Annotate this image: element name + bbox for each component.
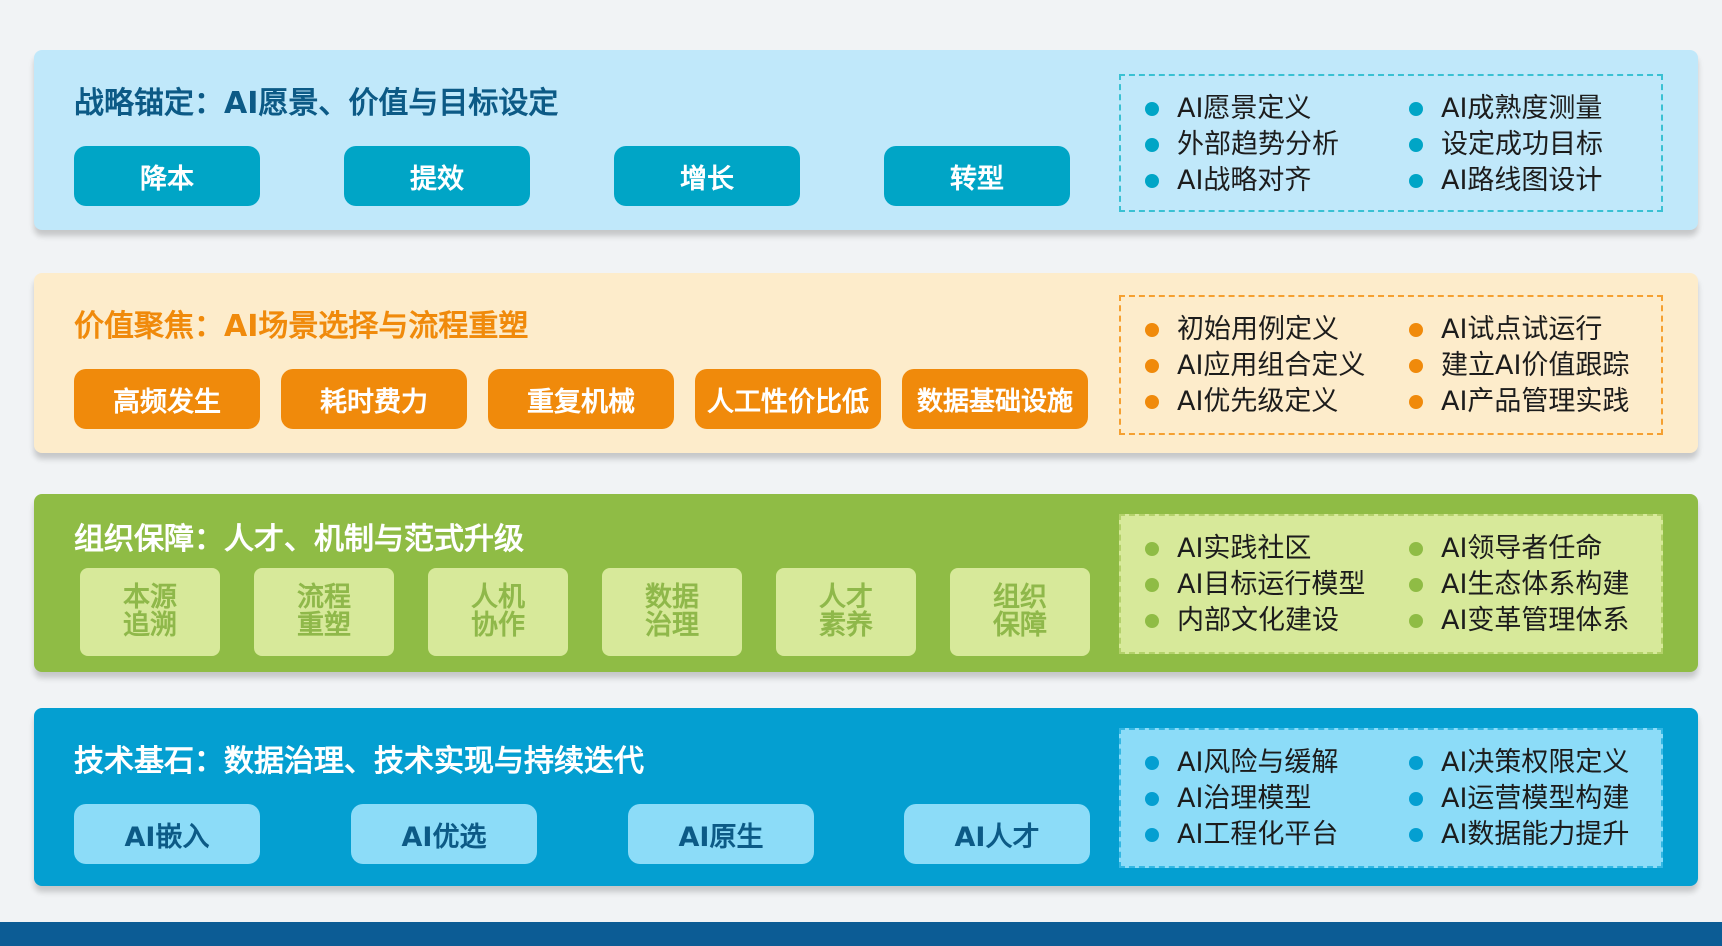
bullet-icon	[1145, 138, 1159, 152]
pill-data-infrastructure: 数据基础设施	[902, 369, 1088, 429]
detail-item: AI生态体系构建	[1409, 568, 1629, 602]
bullet-icon	[1409, 359, 1423, 373]
detail-item: AI愿景定义	[1145, 92, 1311, 126]
detail-item: AI产品管理实践	[1409, 385, 1629, 419]
detail-item: AI目标运行模型	[1145, 568, 1365, 602]
bullet-icon	[1145, 174, 1159, 188]
tile-org-guarantee: 组织保障	[950, 568, 1090, 656]
pill-ai-talent: AI人才	[904, 804, 1090, 864]
detail-item: 设定成功目标	[1409, 128, 1603, 162]
detail-item: AI决策权限定义	[1409, 746, 1629, 780]
pill-repetitive: 重复机械	[488, 369, 674, 429]
detail-item: 外部趋势分析	[1145, 128, 1339, 162]
bullet-icon	[1409, 102, 1423, 116]
pill-time-consuming: 耗时费力	[281, 369, 467, 429]
layer-strategy: 战略锚定：AI愿景、价值与目标设定 降本 提效 增长 转型 AI愿景定义 AI成…	[34, 50, 1698, 230]
details-panel: AI风险与缓解 AI决策权限定义 AI治理模型 AI运营模型构建 AI工程化平台…	[1119, 728, 1663, 868]
tile-process-reshape: 流程重塑	[254, 568, 394, 656]
bullet-icon	[1409, 792, 1423, 806]
tile-origin-tracing: 本源追溯	[80, 568, 220, 656]
pill-cost: 降本	[74, 146, 260, 206]
bullet-icon	[1409, 614, 1423, 628]
detail-item: AI治理模型	[1145, 782, 1311, 816]
detail-item: AI应用组合定义	[1145, 349, 1365, 383]
layer-title: 技术基石：数据治理、技术实现与持续迭代	[74, 744, 644, 779]
bullet-icon	[1409, 395, 1423, 409]
pill-ai-native: AI原生	[628, 804, 814, 864]
details-panel: 初始用例定义 AI试点试运行 AI应用组合定义 建立AI价值跟踪 AI优先级定义…	[1119, 295, 1663, 435]
pill-growth: 增长	[614, 146, 800, 206]
bullet-icon	[1145, 542, 1159, 556]
tile-data-governance: 数据治理	[602, 568, 742, 656]
layer-organization: 组织保障：人才、机制与范式升级 本源追溯 流程重塑 人机协作 数据治理 人才素养…	[34, 494, 1698, 672]
bullet-icon	[1409, 828, 1423, 842]
bullet-icon	[1145, 614, 1159, 628]
layer-technology: 技术基石：数据治理、技术实现与持续迭代 AI嵌入 AI优选 AI原生 AI人才 …	[34, 708, 1698, 886]
bullet-icon	[1409, 756, 1423, 770]
bullet-icon	[1409, 542, 1423, 556]
footer-bar	[0, 922, 1722, 946]
tile-human-machine: 人机协作	[428, 568, 568, 656]
detail-item: AI变革管理体系	[1409, 604, 1629, 638]
detail-item: 建立AI价值跟踪	[1409, 349, 1629, 383]
pill-ai-preferred: AI优选	[351, 804, 537, 864]
detail-item: AI优先级定义	[1145, 385, 1338, 419]
tile-talent-literacy: 人才素养	[776, 568, 916, 656]
pill-transform: 转型	[884, 146, 1070, 206]
layer-value: 价值聚焦：AI场景选择与流程重塑 高频发生 耗时费力 重复机械 人工性价比低 数…	[34, 273, 1698, 453]
bullet-icon	[1145, 102, 1159, 116]
detail-item: AI运营模型构建	[1409, 782, 1629, 816]
detail-item: AI领导者任命	[1409, 532, 1602, 566]
pill-ai-embedded: AI嵌入	[74, 804, 260, 864]
detail-item: AI数据能力提升	[1409, 818, 1629, 852]
detail-item: AI路线图设计	[1409, 164, 1602, 198]
details-panel: AI愿景定义 AI成熟度测量 外部趋势分析 设定成功目标 AI战略对齐 AI路线…	[1119, 74, 1663, 212]
bullet-icon	[1145, 359, 1159, 373]
bullet-icon	[1409, 323, 1423, 337]
bullet-icon	[1145, 828, 1159, 842]
layer-title: 组织保障：人才、机制与范式升级	[74, 522, 524, 557]
bullet-icon	[1409, 138, 1423, 152]
detail-item: AI工程化平台	[1145, 818, 1338, 852]
detail-item: AI实践社区	[1145, 532, 1311, 566]
bullet-icon	[1145, 756, 1159, 770]
pill-low-cost-effectiveness: 人工性价比低	[695, 369, 881, 429]
pill-efficiency: 提效	[344, 146, 530, 206]
detail-item: 初始用例定义	[1145, 313, 1339, 347]
bullet-icon	[1409, 174, 1423, 188]
detail-item: AI成熟度测量	[1409, 92, 1602, 126]
detail-item: AI风险与缓解	[1145, 746, 1338, 780]
bullet-icon	[1145, 395, 1159, 409]
layer-title: 价值聚焦：AI场景选择与流程重塑	[74, 309, 529, 344]
detail-item: AI试点试运行	[1409, 313, 1602, 347]
detail-item: AI战略对齐	[1145, 164, 1311, 198]
bullet-icon	[1409, 578, 1423, 592]
layer-title: 战略锚定：AI愿景、价值与目标设定	[74, 86, 559, 121]
details-panel: AI实践社区 AI领导者任命 AI目标运行模型 AI生态体系构建 内部文化建设 …	[1119, 514, 1663, 654]
bullet-icon	[1145, 323, 1159, 337]
pill-high-frequency: 高频发生	[74, 369, 260, 429]
detail-item: 内部文化建设	[1145, 604, 1339, 638]
bullet-icon	[1145, 578, 1159, 592]
bullet-icon	[1145, 792, 1159, 806]
